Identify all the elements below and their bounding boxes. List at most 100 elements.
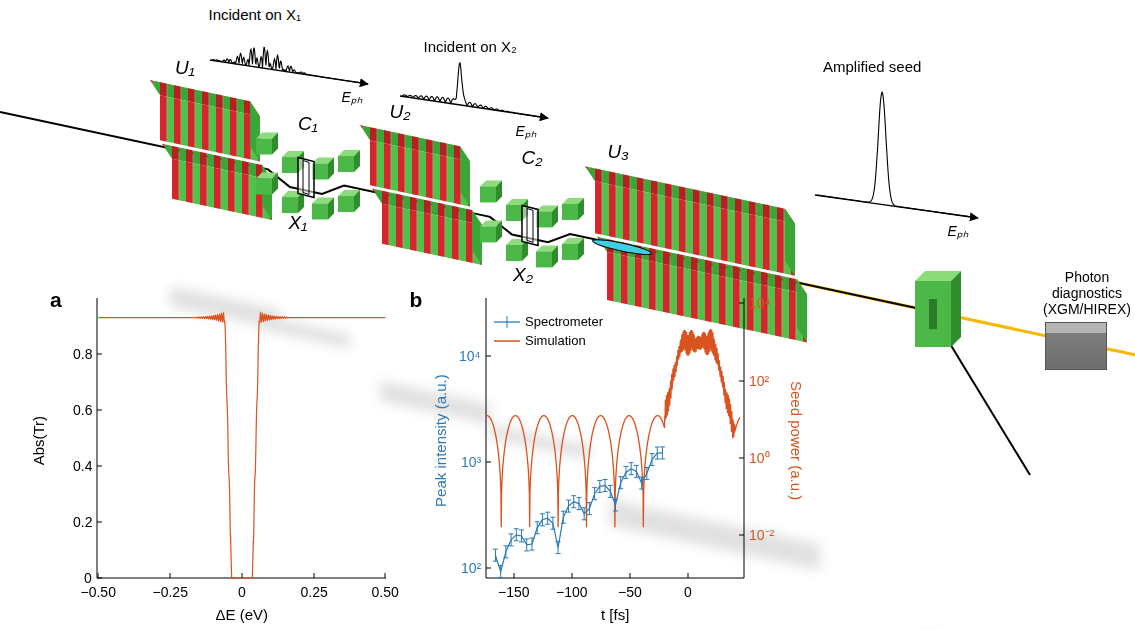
illustration-stroke: [739, 381, 744, 382]
undulator-block: [372, 189, 482, 265]
axis-label: Eₚₕ: [516, 123, 537, 139]
undulator-end: [785, 209, 795, 276]
error-cap: [644, 479, 649, 480]
error-cap: [608, 485, 613, 486]
magnet-front: [338, 156, 354, 172]
axis-title: Seed power (a.u.): [787, 381, 804, 500]
error-cap: [503, 545, 508, 546]
axis-title: ΔE (eV): [216, 606, 269, 623]
error-cap: [582, 507, 587, 508]
legend-sample-errorbar: [507, 316, 508, 328]
chicane-magnet: [256, 172, 278, 194]
error-cap: [597, 492, 602, 493]
magnet-side: [272, 172, 278, 194]
crystal-edge: [303, 160, 309, 194]
error-cap: [514, 540, 519, 541]
chicane-magnet: [256, 132, 278, 154]
error-cap: [524, 550, 529, 551]
tick-label: −0.25: [153, 584, 188, 600]
tick-label: 0: [238, 584, 246, 600]
error-cap: [650, 453, 655, 454]
error-cap: [623, 466, 628, 467]
component-label: X₁: [289, 212, 308, 234]
error-cap: [618, 476, 623, 477]
illustration-stroke: [97, 410, 102, 411]
axis-label: Eₚₕ: [342, 89, 363, 105]
spectrometer-data: [493, 447, 665, 578]
magnet-side: [272, 132, 278, 154]
error-cap: [540, 525, 545, 526]
illustration-stroke: [630, 573, 631, 578]
inset-title: Incident on X₁: [209, 6, 302, 23]
undulator-end: [797, 279, 807, 342]
axis-label: Eₚₕ: [948, 223, 969, 239]
illustration-stroke: [97, 466, 102, 467]
tick-label: 10⁴: [749, 295, 771, 311]
illustration-stroke: [951, 271, 961, 347]
spectrum-curve: [402, 63, 540, 117]
error-cap: [561, 523, 566, 524]
axis-title: Peak intensity (a.u.): [431, 374, 448, 507]
spectrum-curve: [212, 48, 362, 84]
error-cap: [592, 487, 597, 488]
error-cap: [566, 500, 571, 501]
component-label: U₃: [608, 141, 629, 163]
magnet-front: [256, 178, 272, 194]
panel-letter: b: [410, 288, 423, 312]
chicane-magnet: [312, 197, 334, 219]
chicane-magnet: [338, 190, 360, 212]
illustration-stroke: [739, 303, 744, 304]
error-cap: [639, 489, 644, 490]
illustration-stroke: [486, 298, 487, 578]
illustration-stroke: [486, 578, 744, 579]
magnet-front: [562, 204, 578, 220]
error-cap: [603, 491, 608, 492]
error-cap: [576, 509, 581, 510]
error-cap: [603, 479, 608, 480]
tick-label: 10²: [749, 373, 769, 389]
magnet-side: [354, 150, 360, 172]
error-cap: [655, 459, 660, 460]
shadow: [260, 315, 350, 348]
error-cap: [545, 512, 550, 513]
magnet-side: [578, 238, 584, 260]
tick-label: 0: [684, 584, 692, 600]
dipole-magnet: [915, 271, 961, 347]
tick-label: 0.25: [301, 584, 328, 600]
chicane-magnet: [480, 220, 502, 242]
tick-label: 0: [84, 570, 92, 586]
illustration-stroke: [486, 462, 491, 463]
error-cap: [524, 538, 529, 539]
chicane-magnet: [562, 238, 584, 260]
error-cap: [519, 541, 524, 542]
magnet-side: [496, 180, 502, 202]
illustration-stroke: [739, 458, 744, 459]
magnet-side: [328, 197, 334, 219]
electron-bunch: [592, 237, 652, 257]
illustration-stroke: [486, 356, 491, 357]
illustration-stroke: [915, 281, 951, 347]
error-cap: [498, 577, 503, 578]
transmission-curve: [99, 313, 386, 578]
magnet-front: [282, 157, 298, 173]
error-cap: [571, 507, 576, 508]
component-label: C₁: [298, 113, 318, 135]
tick-label: 10³: [461, 454, 481, 470]
legend-sample-simulation: [494, 340, 520, 342]
chicane-magnet: [562, 198, 584, 220]
magnet-side: [496, 220, 502, 242]
legend-text: Simulation: [525, 334, 586, 349]
magnet-front: [282, 197, 298, 213]
illustration-stroke: [97, 522, 102, 523]
error-cap: [566, 512, 571, 513]
magnet-front: [312, 203, 328, 219]
component-label: C₂: [522, 147, 543, 169]
inset-title: Amplified seed: [823, 58, 921, 75]
tick-label: 10²: [461, 560, 481, 576]
illustration-stroke: [385, 573, 386, 578]
chicane-magnet: [536, 205, 558, 227]
tick-label: −50: [618, 584, 642, 600]
error-cap: [629, 462, 634, 463]
shadow: [610, 500, 820, 571]
